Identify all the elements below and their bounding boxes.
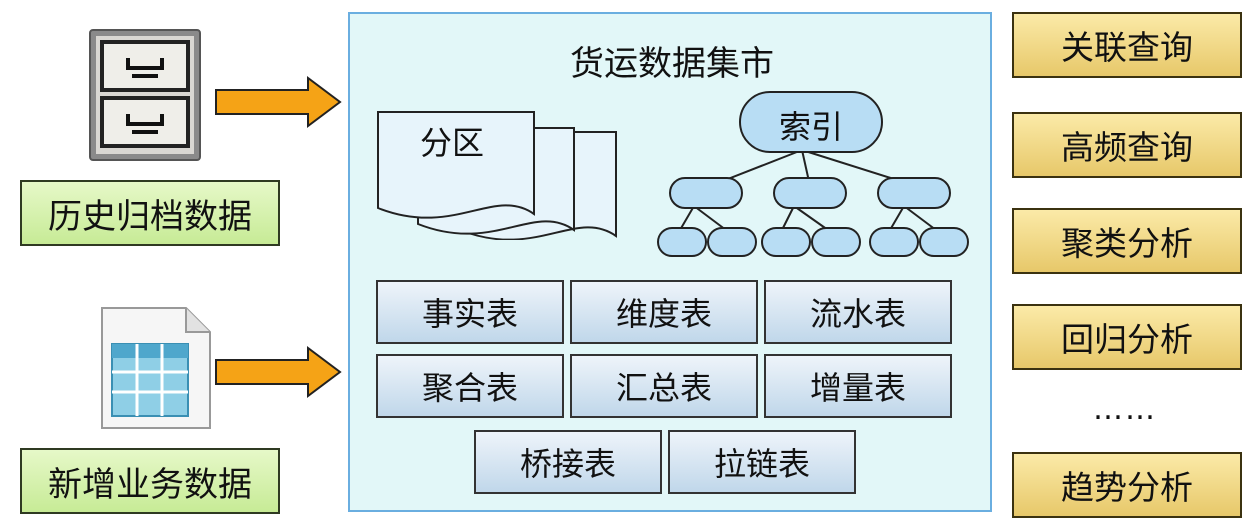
history-archive-data-box: 历史归档数据 bbox=[20, 180, 280, 246]
app-label: 关联查询 bbox=[1061, 28, 1193, 67]
incremental-table-cell: 增量表 bbox=[764, 354, 952, 418]
app-trend-analysis: 趋势分析 bbox=[1012, 452, 1242, 518]
fact-table-cell: 事实表 bbox=[376, 280, 564, 344]
app-label: 回归分析 bbox=[1061, 320, 1193, 359]
index-label: 索引 bbox=[778, 108, 843, 146]
table-label: 增量表 bbox=[809, 369, 906, 407]
new-business-label: 新增业务数据 bbox=[48, 464, 252, 505]
transaction-table-cell: 流水表 bbox=[764, 280, 952, 344]
table-label: 聚合表 bbox=[421, 369, 518, 407]
table-label: 事实表 bbox=[421, 295, 518, 333]
more-ellipsis: …… bbox=[1093, 392, 1157, 427]
app-high-frequency-query: 高频查询 bbox=[1012, 112, 1242, 178]
dimension-table-cell: 维度表 bbox=[570, 280, 758, 344]
app-regression-analysis: 回归分析 bbox=[1012, 304, 1242, 370]
spreadsheet-file-icon bbox=[101, 307, 211, 429]
partition-stack-icon bbox=[377, 111, 617, 240]
file-cabinet-icon bbox=[89, 29, 201, 161]
table-label: 桥接表 bbox=[519, 445, 616, 483]
table-label: 汇总表 bbox=[615, 369, 712, 407]
history-archive-label: 历史归档数据 bbox=[48, 196, 252, 237]
bridge-table-cell: 桥接表 bbox=[474, 430, 662, 494]
mart-title: 货运数据集市 bbox=[570, 44, 774, 84]
index-tree-icon bbox=[657, 91, 969, 257]
app-label: 趋势分析 bbox=[1061, 468, 1193, 507]
new-business-data-box: 新增业务数据 bbox=[20, 448, 280, 514]
partition-label: 分区 bbox=[420, 124, 485, 162]
table-label: 流水表 bbox=[809, 295, 906, 333]
table-label: 拉链表 bbox=[713, 445, 810, 483]
app-label: 高频查询 bbox=[1061, 128, 1193, 167]
zipper-table-cell: 拉链表 bbox=[668, 430, 856, 494]
app-label: 聚类分析 bbox=[1061, 224, 1193, 263]
arrow-right-icon bbox=[215, 76, 342, 128]
table-label: 维度表 bbox=[615, 295, 712, 333]
app-clustering-analysis: 聚类分析 bbox=[1012, 208, 1242, 274]
freight-data-mart: 货运数据集市 分区 bbox=[348, 12, 992, 512]
app-association-query: 关联查询 bbox=[1012, 12, 1242, 78]
aggregate-table-cell: 聚合表 bbox=[376, 354, 564, 418]
summary-table-cell: 汇总表 bbox=[570, 354, 758, 418]
arrow-right-icon bbox=[215, 346, 342, 398]
